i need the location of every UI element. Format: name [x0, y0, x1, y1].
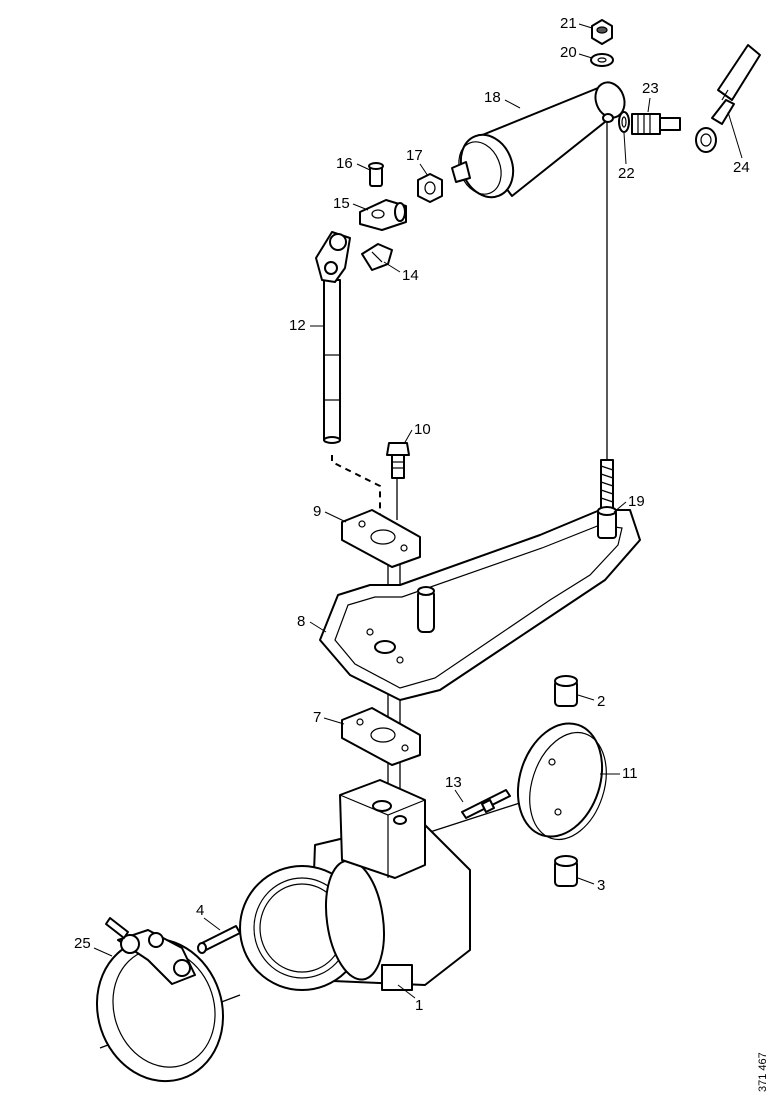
callout-7: 7 — [313, 709, 321, 726]
lock-nut — [417, 173, 443, 203]
seal-ring — [618, 111, 630, 133]
callout-13: 13 — [445, 774, 462, 791]
callout-18: 18 — [484, 89, 501, 106]
bolt — [386, 442, 410, 479]
callout-24: 24 — [733, 159, 750, 176]
push-rod — [315, 231, 351, 444]
bracket-arm — [319, 509, 641, 701]
callout-12: 12 — [289, 317, 306, 334]
callout-19: 19 — [628, 493, 645, 510]
actuator-cylinder — [451, 81, 626, 199]
callout-8: 8 — [297, 613, 305, 630]
valve-body — [239, 779, 471, 991]
clevis — [359, 199, 407, 231]
callout-23: 23 — [642, 80, 659, 97]
nut — [591, 19, 613, 45]
callout-4: 4 — [196, 902, 204, 919]
figure-reference: 371 467 — [757, 1052, 769, 1092]
callout-15: 15 — [333, 195, 350, 212]
clamp-band — [95, 917, 225, 1083]
callout-11: 11 — [622, 765, 638, 782]
callout-1: 1 — [415, 997, 423, 1014]
cap-lower — [554, 855, 578, 887]
callout-9: 9 — [313, 503, 321, 520]
valve-disc — [516, 722, 607, 841]
threaded-stud — [597, 459, 617, 539]
cap-upper — [554, 675, 578, 707]
callout-17: 17 — [406, 147, 423, 164]
air-hose — [695, 44, 761, 153]
callouts: 1 2 3 4 7 8 9 10 11 12 13 14 15 16 1 — [74, 15, 750, 1014]
callout-2: 2 — [597, 693, 605, 710]
flange-plate-upper — [341, 509, 421, 568]
callout-3: 3 — [597, 877, 605, 894]
callout-22: 22 — [618, 165, 635, 182]
callout-10: 10 — [414, 421, 431, 438]
callout-16: 16 — [336, 155, 353, 172]
clevis-pin — [368, 162, 384, 187]
flange-plate-lower — [341, 707, 421, 766]
air-connector — [631, 113, 681, 135]
callout-25: 25 — [74, 935, 91, 952]
washer — [590, 53, 614, 67]
callout-14: 14 — [402, 267, 419, 284]
clip — [361, 243, 393, 271]
callout-20: 20 — [560, 44, 577, 61]
pin — [197, 925, 241, 954]
callout-21: 21 — [560, 15, 577, 32]
pivot-pin — [461, 789, 511, 819]
